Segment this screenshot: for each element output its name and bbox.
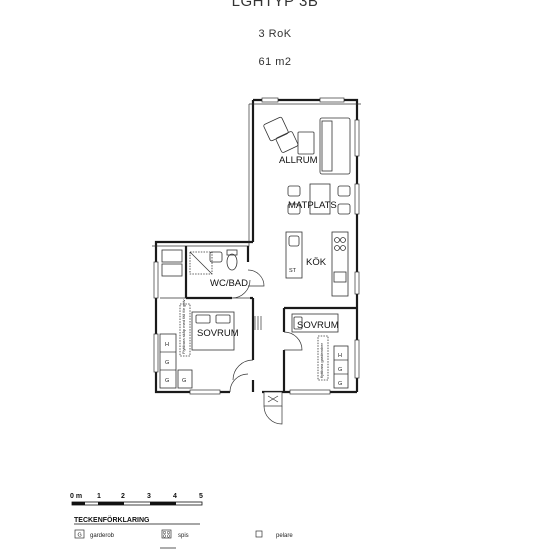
closet-mark-g-left-1: G	[165, 360, 169, 366]
toilet-icon	[226, 249, 238, 271]
legend: TECKENFÖRKLARING G garderob spis pelare	[74, 515, 293, 549]
stove-icon	[161, 529, 172, 539]
dining-table-icon	[287, 183, 351, 215]
closet-mark-g-right-1: G	[338, 367, 342, 373]
scale-tick-1: 1	[97, 493, 101, 500]
legend-label-pelare: pelare	[276, 533, 293, 539]
scale-bar: 0 m 1 2 3 4 5	[70, 493, 203, 506]
doors	[229, 269, 303, 425]
floor-area: 61 m2	[258, 56, 292, 68]
room-count: 3 RoK	[258, 28, 292, 40]
kitchen-counter	[331, 231, 349, 297]
windows	[153, 97, 360, 395]
scale-tick-3: 3	[147, 493, 151, 500]
room-label-kok: KÖK	[306, 257, 327, 268]
sink-icon	[209, 251, 223, 263]
closet-mark-h-left: H	[165, 342, 169, 348]
room-label-allrum: ALLRUM	[279, 155, 318, 166]
closet-mark-st: ST	[289, 268, 297, 274]
scale-tick-0: 0 m	[70, 493, 82, 500]
entrance-door-icon	[263, 391, 283, 425]
wardrobes-right: H G G flyttbara garderober	[317, 335, 349, 389]
room-label-wcbad: WC/BAD	[210, 278, 248, 289]
pillar-icon	[255, 530, 263, 538]
wardrobe-icon: G	[78, 533, 82, 539]
closet-mark-g-left-2: G	[165, 378, 169, 384]
scale-tick-4: 4	[173, 493, 177, 500]
kitchen-island: ST	[285, 231, 303, 279]
closet-mark-g-left-3: G	[182, 378, 186, 384]
double-bed-icon	[191, 311, 235, 351]
closet-mark-g-right-2: G	[338, 381, 342, 387]
plan-title: LGHTYP 3B	[231, 0, 319, 10]
washer-icon	[161, 249, 183, 277]
legend-item-pelare: pelare	[255, 530, 293, 539]
coffee-table-icon	[297, 131, 315, 155]
legend-label-spis: spis	[178, 533, 189, 539]
legend-title: TECKENFÖRKLARING	[74, 515, 150, 524]
legend-item-spis: spis	[161, 529, 189, 539]
wardrobes-left: H G G G Flyttbara skåp med fäll för golv	[159, 300, 193, 389]
interior-walls	[160, 246, 357, 392]
room-label-sovrum-2: SOVRUM	[297, 320, 339, 331]
sofa-icon	[319, 117, 351, 175]
closet-mark-h-right: H	[338, 353, 342, 359]
room-label-matplats: MATPLATS	[288, 200, 337, 211]
note-movable-cabinets: Flyttbara skåp med fäll för golv	[181, 300, 186, 354]
armchair-icon	[263, 116, 299, 153]
scale-tick-5: 5	[199, 493, 203, 500]
note-movable-wardrobes: flyttbara garderober	[319, 342, 324, 378]
room-label-sovrum-1: SOVRUM	[197, 328, 239, 339]
radiator-icon	[254, 316, 262, 330]
scale-tick-2: 2	[121, 493, 125, 500]
shower-icon	[189, 251, 213, 275]
legend-label-garderob: garderob	[90, 533, 115, 539]
legend-item-garderob: G garderob	[74, 529, 115, 539]
single-bed-icon	[291, 313, 339, 333]
